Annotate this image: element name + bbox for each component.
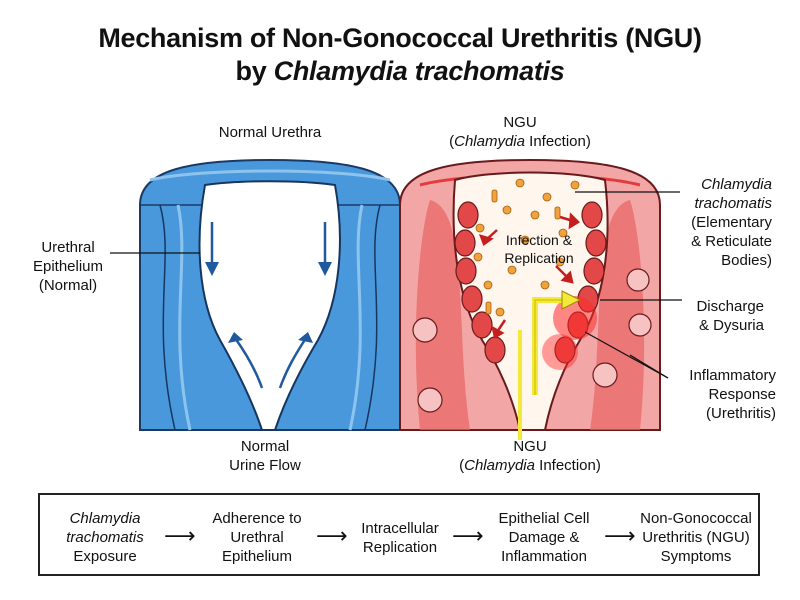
diagram-title: Mechanism of Non-Gonococcal Urethritis (… (0, 22, 800, 88)
inflammatory-response-label: Inflammatory Response (Urethritis) (689, 367, 776, 422)
flow-step-adherence: Adherence to Urethral Epithelium (212, 510, 302, 565)
title-line-1: Mechanism of Non-Gonococcal Urethritis (… (98, 23, 702, 53)
flow-step-symptoms: Non-Gonococcal Urethritis (NGU) Symptoms (640, 510, 752, 565)
infection-replication-label: Infection & Replication (504, 232, 574, 266)
ngu-panel-title: NGU (Chlamydia Infection) (449, 114, 591, 150)
urethral-epithelium-label: Urethral Epithelium (Normal) (32, 239, 104, 294)
chlamydia-trachomatis-label: Chlamydia trachomatis (Elementary & Reti… (691, 176, 772, 269)
flow-step-exposure: Chlamydia trachomatis Exposure (66, 510, 144, 565)
leader-lines (110, 191, 682, 379)
flow-step-replication: Intracellular Replication (361, 520, 439, 556)
normal-urethra-section (139, 158, 401, 431)
flow-arrow-icon: ⟶ (316, 523, 348, 548)
flow-arrow-icon: ⟶ (604, 523, 636, 548)
flow-arrow-icon: ⟶ (164, 523, 196, 548)
title-organism: Chlamydia trachomatis (273, 56, 565, 86)
flow-step-damage: Epithelial Cell Damage & Inflammation (498, 510, 590, 565)
flow-arrow-icon: ⟶ (452, 523, 484, 548)
normal-urine-flow-label: Normal Urine Flow (229, 438, 301, 474)
mechanism-flow-box: Chlamydia trachomatis Exposure ⟶ Adheren… (38, 493, 760, 576)
discharge-dysuria-label: Discharge & Dysuria (696, 298, 764, 334)
title-line-2: by Chlamydia trachomatis (235, 56, 565, 86)
bottom-ngu-label: NGU (Chlamydia Infection) (459, 438, 601, 474)
infected-urethra-section (399, 158, 661, 440)
normal-urethra-title: Normal Urethra (218, 124, 322, 141)
